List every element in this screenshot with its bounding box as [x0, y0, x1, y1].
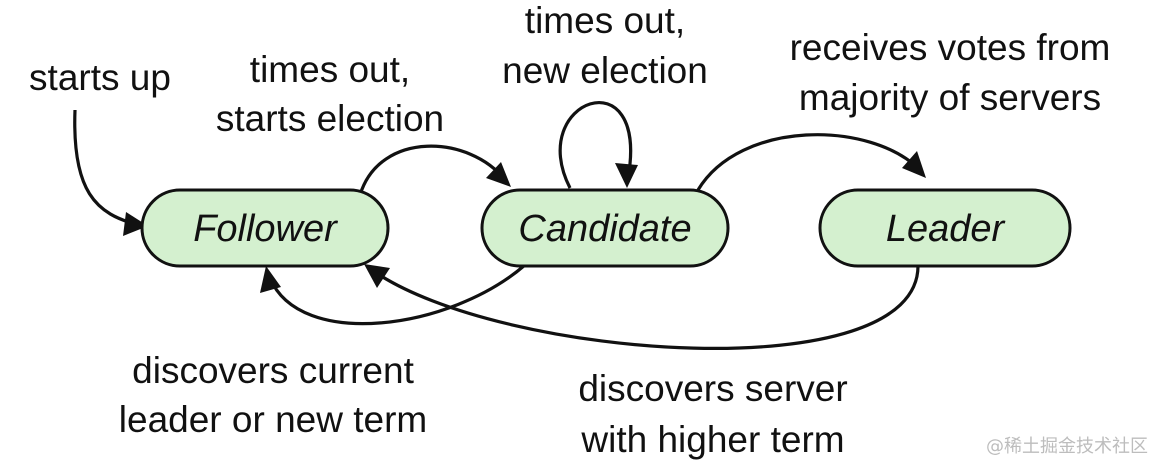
label-receives-votes: receives votes from majority of servers — [790, 27, 1111, 118]
edge-candidate-to-follower-arrowhead — [260, 266, 281, 293]
state-leader-label: Leader — [886, 208, 1006, 250]
label-times-out-starts-election-line1: times out, — [250, 49, 410, 90]
label-times-out-starts-election: times out, starts election — [216, 49, 444, 139]
edge-candidate-to-follower — [268, 263, 527, 326]
label-times-out-new-election-line2: new election — [502, 50, 708, 91]
state-follower-label: Follower — [193, 208, 338, 250]
edge-leader-to-follower-arrowhead — [364, 264, 390, 288]
edge-starts-up-arrowhead — [123, 212, 148, 236]
label-receives-votes-line1: receives votes from — [790, 27, 1111, 68]
edge-candidate-to-leader-arrowhead — [902, 151, 926, 178]
edge-follower-to-candidate — [358, 144, 507, 196]
state-candidate: Candidate — [480, 188, 730, 268]
label-discovers-higher-term-line1: discovers server — [578, 368, 847, 409]
label-receives-votes-line2: majority of servers — [799, 77, 1101, 118]
state-leader: Leader — [818, 188, 1072, 268]
label-discovers-current-leader-line1: discovers current — [132, 350, 414, 391]
label-discovers-current-leader: discovers current leader or new term — [119, 350, 427, 440]
label-times-out-starts-election-line2: starts election — [216, 98, 444, 139]
edge-starts-up — [73, 109, 141, 227]
state-follower: Follower — [140, 188, 390, 268]
label-discovers-higher-term: discovers server with higher term — [578, 368, 847, 460]
label-discovers-higher-term-line2: with higher term — [580, 419, 844, 460]
watermark: @稀土掘金技术社区 — [986, 436, 1148, 457]
state-candidate-label: Candidate — [518, 208, 691, 250]
edge-candidate-to-leader — [696, 133, 922, 191]
label-discovers-current-leader-line2: leader or new term — [119, 399, 427, 440]
edge-candidate-self-loop-arrowhead — [615, 163, 638, 188]
label-starts-up-line1: starts up — [29, 57, 171, 98]
label-times-out-new-election-line1: times out, — [525, 0, 685, 41]
edge-leader-to-follower — [371, 264, 920, 350]
edge-candidate-self-loop — [558, 101, 633, 189]
edge-follower-to-candidate-arrowhead — [486, 162, 511, 187]
label-times-out-new-election: times out, new election — [502, 0, 708, 91]
label-starts-up: starts up — [29, 57, 171, 98]
